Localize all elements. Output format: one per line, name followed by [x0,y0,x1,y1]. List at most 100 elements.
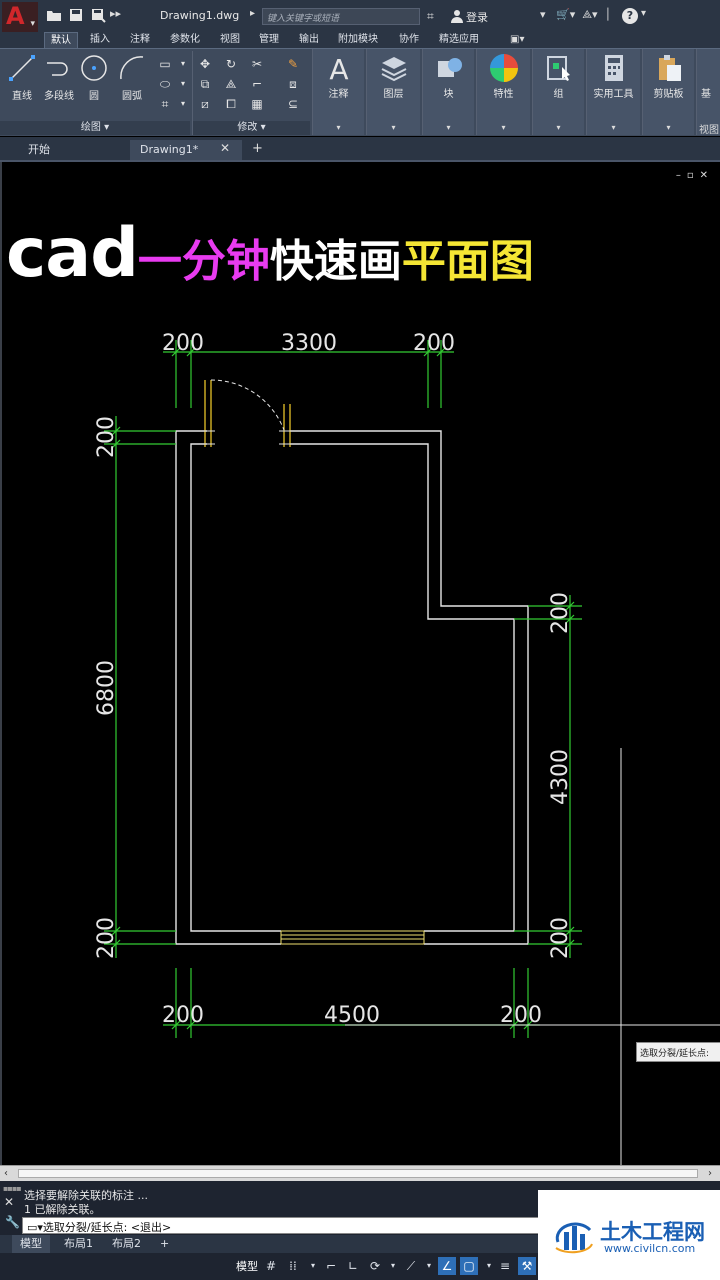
infer-constraints-icon[interactable]: ⌐ [325,1259,337,1273]
scroll-right-icon[interactable]: › [708,1168,712,1179]
mirror-icon[interactable]: ⟁ [225,77,237,91]
tab-start[interactable]: 开始 [28,143,50,156]
tab-view[interactable]: 视图 [220,34,240,45]
drag-grip-icon[interactable]: ▪▪▪▪ [3,1184,22,1193]
tab-addins[interactable]: 附加模块 [338,34,378,45]
tab-drawing1[interactable]: Drawing1* [130,140,242,160]
clipboard-panel-button[interactable]: 剪贴板 ▾ [642,49,694,135]
tab-manage[interactable]: 管理 [259,34,279,45]
draw-panel-footer[interactable]: 绘图 ▾ [0,121,190,135]
stretch-icon[interactable]: ⧄ [201,97,209,111]
drawing-viewport[interactable] [0,162,720,1165]
circle-tool-button[interactable]: 圆 [78,51,110,107]
offset-icon[interactable]: ⊆ [287,97,299,111]
block-panel-button[interactable]: 块 ▾ [422,49,474,135]
fillet-icon[interactable]: ⌐ [251,77,263,91]
chevron-down-icon[interactable]: ▾ [486,1261,491,1270]
move-icon[interactable]: ✥ [199,57,211,71]
group-icon [546,56,570,81]
model-space-toggle[interactable]: 模型 [236,1260,258,1273]
annotation-panel-button[interactable]: A 注释 ▾ [312,49,364,135]
rotate-icon[interactable]: ↻ [225,57,237,71]
annotation-scale-icon[interactable]: ⚒ [518,1257,536,1275]
chevron-down-icon[interactable]: ▾ [180,59,185,68]
base-panel-button[interactable]: 基 视图 [696,49,720,135]
door-opening [207,428,290,447]
search-input[interactable]: 键入关键字或短语 [262,8,420,25]
headline-quick-draw: 快速画 [269,236,402,287]
outer-wall [175,430,529,945]
user-icon[interactable] [450,9,464,23]
tab-layout2[interactable]: 布局2 [112,1237,141,1250]
ribbon-tab-bar: 默认 插入 注释 参数化 视图 管理 输出 附加模块 协作 精选应用 ▣▾ [0,32,720,48]
tab-featured-apps[interactable]: 精选应用 [439,34,479,45]
scroll-left-icon[interactable]: ‹ [4,1168,8,1179]
scale-icon[interactable]: ⧠ [226,97,236,111]
ellipse-icon[interactable]: ⬭ [159,77,171,91]
trim-icon[interactable]: ✂ [251,57,263,71]
save-as-icon[interactable] [90,7,106,23]
tab-parametric[interactable]: 参数化 [170,34,200,45]
horizontal-scrollbar[interactable]: ‹ › [0,1165,720,1181]
video-icon[interactable]: ▣▾ [510,34,525,45]
add-layout-icon[interactable]: + [160,1237,170,1250]
inner-wall [190,443,515,932]
tab-annotate[interactable]: 注释 [130,34,150,45]
save-icon[interactable] [68,7,84,23]
wrench-icon[interactable]: 🔧 [5,1215,20,1229]
group-panel-button[interactable]: 组 ▾ [532,49,584,135]
chevron-down-icon[interactable]: ▾ [426,1261,431,1270]
object-snap-tracking-icon[interactable]: ∠ [438,1257,456,1275]
tab-insert[interactable]: 插入 [90,34,110,45]
line-tool-button[interactable]: 直线 [4,51,40,107]
layers-panel-button[interactable]: 图层 ▾ [366,49,420,135]
scrollbar-thumb[interactable] [18,1169,698,1178]
more-commands-icon[interactable]: ▸▸ [110,7,122,20]
chevron-down-icon[interactable]: ▾ [641,8,647,19]
tab-model[interactable]: 模型 [12,1235,50,1253]
lineweight-icon[interactable]: ≡ [499,1259,511,1273]
calculator-icon [604,55,623,81]
plus-icon[interactable]: + [252,141,263,156]
window-opening [281,929,424,946]
tab-collaborate[interactable]: 协作 [399,34,419,45]
isodraft-icon[interactable]: ⟋ [406,1259,416,1273]
close-icon[interactable]: ✕ [4,1195,15,1209]
help-icon[interactable]: ? [622,8,638,24]
snap-icon[interactable]: ⁞⁞ [289,1259,297,1273]
polar-icon[interactable]: ⟳ [369,1259,381,1273]
headline-cad: cad [6,214,139,293]
login-button[interactable]: 登录 [466,11,488,24]
grid-icon[interactable]: # [265,1259,277,1273]
properties-panel-button[interactable]: 特性 ▾ [476,49,530,135]
ortho-icon[interactable]: ∟ [347,1259,359,1273]
viewport-window-controls[interactable]: –▫✕ [675,170,714,181]
tab-default[interactable]: 默认 [44,32,78,48]
rectangle-icon[interactable]: ▭ [159,57,171,71]
chevron-down-icon[interactable]: ▾ [180,79,185,88]
chevron-down-icon[interactable]: ▾ [310,1261,315,1270]
array-icon[interactable]: ▦ [251,97,263,111]
copy-icon[interactable]: ⧉ [200,77,210,91]
hatch-icon[interactable]: ⌗ [161,97,169,111]
polyline-tool-button[interactable]: 多段线 [40,51,78,107]
command-input[interactable]: ▭▾选取分裂/延长点: <退出> [22,1217,542,1234]
headline-one-minute: 一分钟 [137,236,270,287]
binoculars-icon[interactable]: ⌗ [427,9,434,23]
toolbar-right-icons[interactable]: ▾ 🛒▾ ⟁▾ │ [540,8,612,21]
application-menu-button[interactable]: A ▾ [2,2,38,32]
video-headline: cad一分钟快速画平面图 [6,214,534,294]
chevron-down-icon[interactable]: ▾ [390,1261,395,1270]
tab-output[interactable]: 输出 [299,34,319,45]
tab-layout1[interactable]: 布局1 [64,1237,93,1250]
object-snap-icon[interactable]: ▢ [460,1257,478,1275]
explode-icon[interactable]: ⧈ [289,77,297,91]
utilities-panel-button[interactable]: 实用工具 ▾ [586,49,640,135]
erase-icon[interactable]: ✎ [287,57,299,71]
chevron-down-icon[interactable]: ▾ [180,99,185,108]
open-folder-icon[interactable] [46,7,62,23]
arc-tool-button[interactable]: 圆弧 [114,51,150,107]
modify-panel-footer[interactable]: 修改 ▾ [193,121,310,135]
close-icon[interactable]: ✕ [220,141,231,155]
